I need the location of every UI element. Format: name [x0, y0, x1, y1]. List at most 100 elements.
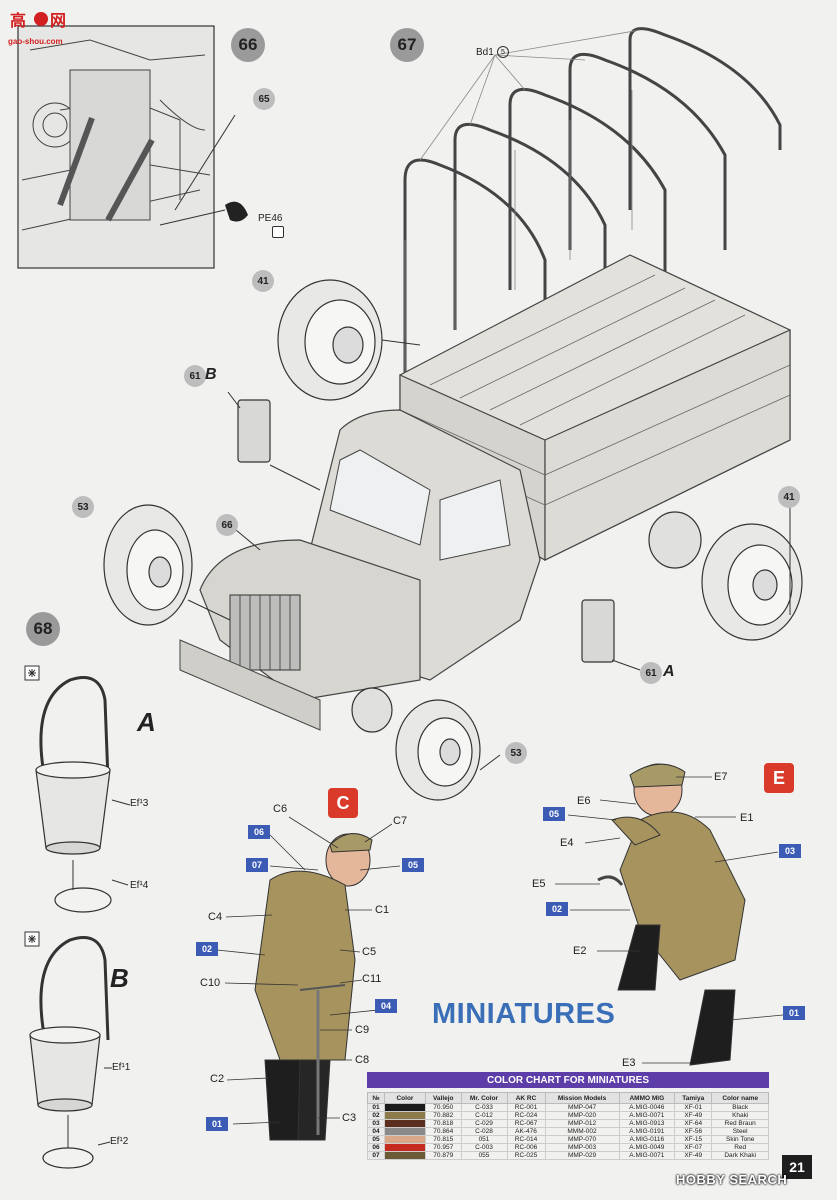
figure-c-label-c3: C3 — [342, 1112, 357, 1124]
color-cell-vallejo: 70.818 — [424, 1119, 462, 1128]
color-cell-mission: MMP-020 — [544, 1111, 620, 1120]
figure-c-label-c2: C2 — [210, 1073, 225, 1085]
figure-c-color-tag-07: 07 — [246, 858, 268, 872]
color-cell-tamiya: XF-56 — [674, 1127, 713, 1136]
color-swatch — [383, 1151, 426, 1160]
figure-e-label-e2: E2 — [573, 945, 587, 957]
color-cell-name: Dark Khaki — [711, 1151, 769, 1160]
bucket-variant-b: B — [110, 963, 129, 993]
color-cell-vallejo: 70.957 — [424, 1143, 462, 1152]
color-cell-mission: MMP-070 — [544, 1135, 620, 1144]
figure-c-label-c5: C5 — [362, 946, 377, 958]
figure-c-color-tag-05: 05 — [402, 858, 424, 872]
color-cell-tamiya: XF-49 — [674, 1151, 713, 1160]
part-ef2-label: Ef¹2 — [110, 1136, 129, 1147]
color-chart-title: COLOR CHART FOR MINIATURES — [367, 1072, 769, 1088]
color-cell-tamiya: XF-49 — [674, 1111, 713, 1120]
col-color-name: Color name — [711, 1092, 769, 1104]
part-ef4-label: Ef¹4 — [130, 880, 149, 891]
color-cell-ak: RC-014 — [506, 1135, 546, 1144]
figure-c-label-c4: C4 — [208, 911, 223, 923]
color-cell-tamiya: XF-07 — [674, 1143, 713, 1152]
color-cell-mr: 055 — [460, 1151, 508, 1160]
part-ef3-label: Ef¹3 — [130, 798, 149, 809]
color-cell-ammo: A.MIG-0191 — [618, 1127, 676, 1136]
figure-c-label-c8: C8 — [355, 1054, 370, 1066]
figure-c-label-c10: C10 — [200, 977, 221, 989]
color-cell-ak: AK-476 — [506, 1127, 546, 1136]
bucket-variant-a: A — [137, 707, 156, 737]
color-cell-num: 07 — [367, 1151, 385, 1160]
svg-text:高: 高 — [10, 11, 26, 30]
watermark-hobby-search: HOBBY SEARCH — [676, 1172, 788, 1187]
figure-e-label-e6: E6 — [577, 795, 591, 807]
color-cell-mission: MMP-003 — [544, 1143, 620, 1152]
color-cell-num: 05 — [367, 1135, 385, 1144]
color-cell-mission: MMP-029 — [544, 1151, 620, 1160]
color-swatch — [383, 1119, 426, 1128]
part-bd1-label: Bd1 — [476, 47, 494, 58]
figure-c-color-tag-01: 01 — [206, 1117, 228, 1131]
col-mr-color: Mr. Color — [460, 1092, 508, 1104]
color-cell-mr: C-012 — [460, 1111, 508, 1120]
color-cell-name: Black — [711, 1103, 769, 1112]
step-67-badge: 67 — [390, 28, 424, 62]
part-61a-badge: 61 — [640, 662, 662, 684]
figure-e-color-tag-02: 02 — [546, 902, 568, 916]
color-cell-vallejo: 70.882 — [424, 1111, 462, 1120]
quantity-5-icon: 5 — [497, 46, 509, 58]
color-cell-ammo: A.MIG-0116 — [618, 1135, 676, 1144]
figure-e-color-tag-05: 05 — [543, 807, 565, 821]
figure-e-label-e5: E5 — [532, 878, 546, 890]
color-cell-name: Khaki — [711, 1111, 769, 1120]
part-41-badge-b: 41 — [778, 486, 800, 508]
svg-text:网: 网 — [50, 11, 66, 30]
part-53-badge-b: 53 — [505, 742, 527, 764]
col-ammo-mig: AMMO MIG — [618, 1092, 676, 1104]
color-cell-name: Steel — [711, 1127, 769, 1136]
color-cell-mr: C-033 — [460, 1103, 508, 1112]
part-61b-badge: 61 — [184, 365, 206, 387]
color-cell-name: Skin Tone — [711, 1135, 769, 1144]
color-cell-mr: C-003 — [460, 1143, 508, 1152]
color-cell-ammo: A.MIG-0071 — [618, 1151, 676, 1160]
color-cell-ak: RC-001 — [506, 1103, 546, 1112]
color-swatch — [383, 1127, 426, 1136]
figure-c-label-c7: C7 — [393, 815, 408, 827]
color-cell-ammo: A.MIG-0049 — [618, 1143, 676, 1152]
step-66-badge: 66 — [231, 28, 265, 62]
part-pe46-icon — [272, 226, 284, 238]
figure-e-label-e3: E3 — [622, 1057, 636, 1069]
color-cell-mission: MMP-047 — [544, 1103, 620, 1112]
color-cell-num: 06 — [367, 1143, 385, 1152]
color-swatch — [383, 1111, 426, 1120]
color-chart-header-row: № Color Vallejo Mr. Color AK RC Mission … — [367, 1092, 769, 1104]
color-cell-ak: RC-006 — [506, 1143, 546, 1152]
page-number: 21 — [782, 1155, 812, 1179]
miniatures-heading: MINIATURES — [432, 998, 616, 1030]
color-cell-mission: MMM-002 — [544, 1127, 620, 1136]
part-ef1-label: Ef¹1 — [112, 1062, 131, 1073]
watermark-url: gao-shou.com — [8, 37, 63, 46]
part-66-badge: 66 — [216, 514, 238, 536]
col-color: Color — [383, 1092, 426, 1104]
color-swatch — [383, 1143, 426, 1152]
color-cell-ak: RC-025 — [506, 1151, 546, 1160]
col-ak-rc: AK RC — [506, 1092, 546, 1104]
color-cell-num: 02 — [367, 1111, 385, 1120]
color-cell-vallejo: 70.815 — [424, 1135, 462, 1144]
figure-c-color-tag-04: 04 — [375, 999, 397, 1013]
part-pe46-label: PE46 — [258, 213, 283, 224]
color-cell-tamiya: XF-15 — [674, 1135, 713, 1144]
part-61a-variant: A — [663, 663, 675, 680]
color-cell-num: 03 — [367, 1119, 385, 1128]
figure-c-label-c1: C1 — [375, 904, 390, 916]
part-65-badge: 65 — [253, 88, 275, 110]
color-cell-name: Red — [711, 1143, 769, 1152]
color-cell-mission: MMP-012 — [544, 1119, 620, 1128]
